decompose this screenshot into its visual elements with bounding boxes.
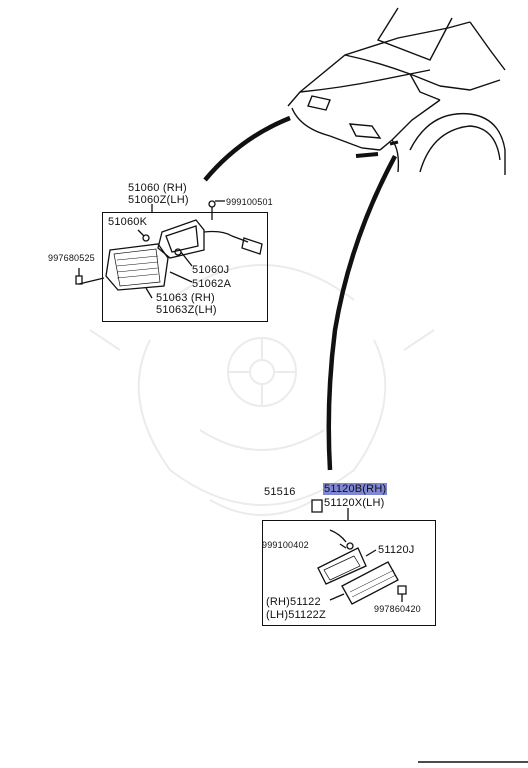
clip-label: 51516 — [264, 486, 296, 498]
leader-line-upper — [203, 115, 291, 182]
lower-gasket-label: 51120J — [378, 544, 415, 556]
upper-lamp-assembly — [75, 200, 263, 299]
upper-group-box — [102, 212, 268, 322]
upper-lens-label: 51062A — [192, 278, 232, 290]
lens-assy-lh-label: 51063Z(LH) — [156, 304, 217, 316]
lower-lens-rh-label: (RH)51122 — [266, 596, 321, 608]
upper-part-rh-label: 51060 (RH) — [128, 182, 187, 194]
lower-group-box — [262, 520, 436, 626]
upper-screw-label: 999100501 — [226, 197, 273, 207]
lens-assy-rh-label: 51063 (RH) — [156, 292, 215, 304]
watermark-emblem — [89, 264, 435, 516]
car-illustration — [287, 7, 506, 175]
lower-screw-label: 999100402 — [262, 540, 309, 550]
upper-side-screw-label: 997680525 — [48, 253, 95, 263]
leader-line-lower — [326, 154, 397, 471]
lower-part-rh-label-highlighted: 51120B(RH) — [323, 483, 388, 495]
lower-lamp-assembly — [311, 499, 407, 605]
lower-lens-lh-label: (LH)51122Z — [266, 609, 326, 621]
upper-gasket-label: 51060J — [192, 264, 230, 276]
lower-part-lh-label: 51120X(LH) — [324, 497, 385, 509]
upper-part-lh-label: 51060Z(LH) — [128, 194, 189, 206]
bulb-socket-label: 51060K — [108, 216, 148, 228]
lower-side-screw-label: 997860420 — [374, 604, 421, 614]
